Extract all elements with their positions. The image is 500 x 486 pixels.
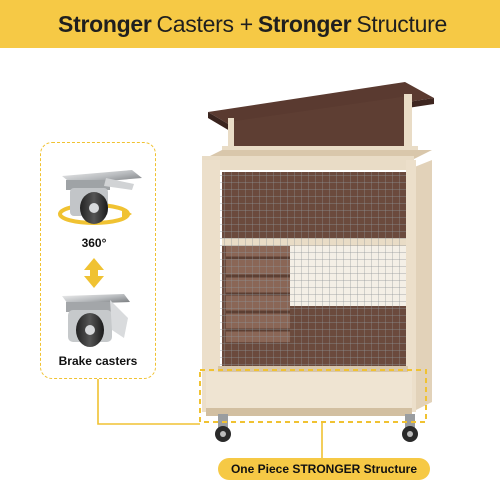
brake-label: Brake casters [58,354,138,368]
rotate-label: 360° [81,236,107,250]
structure-label-pill: One Piece STRONGER Structure [218,458,430,480]
rotation-arrow-icon [122,208,132,220]
banner-bold-2: Stronger [257,10,352,37]
structure-label: One Piece STRONGER Structure [230,462,418,476]
hutch-wheels [215,414,418,442]
caster-connector-line [97,379,200,425]
hutch-body [202,150,432,416]
banner-text-1: Casters + [156,10,254,37]
title-banner: Stronger Casters + Stronger Structure [0,0,500,48]
caster-callout-box [40,142,156,379]
banner-bold-1: Stronger [58,10,152,37]
brake-caster-image [62,294,130,347]
banner-text-2: Structure [356,10,447,37]
structure-highlight [199,369,427,423]
swivel-caster-image [58,170,142,225]
double-arrow-icon [84,258,104,288]
